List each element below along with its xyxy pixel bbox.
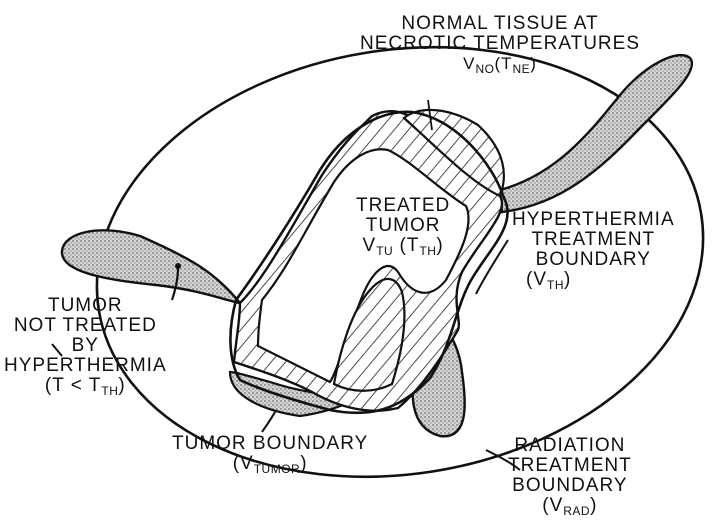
label-radiation-boundary: RADIATION TREATMENT BOUNDARY (VRAD) (508, 436, 632, 521)
label-normal-tissue: NORMAL TISSUE AT NECROTIC TEMPERATURES V… (360, 14, 640, 79)
label-treated-tumor-line1: TREATED (356, 196, 450, 216)
label-normal-tissue-line1: NORMAL TISSUE AT (360, 14, 640, 34)
label-treated-tumor: TREATED TUMOR VTU (TTH) (356, 196, 450, 261)
label-hyperthermia-line2: TREATMENT (512, 230, 675, 250)
label-not-treated-line2: NOT TREATED (4, 316, 167, 336)
label-hyperthermia-boundary: HYPERTHERMIA TREATMENT BOUNDARY (VTH) (512, 210, 675, 295)
label-tumor-boundary: TUMOR BOUNDARY (VTUMOR) (172, 434, 368, 479)
label-radiation-line1: RADIATION (508, 436, 632, 456)
label-not-treated-line3: BY (4, 336, 167, 356)
label-normal-tissue-line2: NECROTIC TEMPERATURES (360, 34, 640, 54)
label-normal-tissue-volume: VNO(TNE) (360, 54, 640, 79)
label-radiation-volume: (VRAD) (508, 496, 632, 521)
label-not-treated: TUMOR NOT TREATED BY HYPERTHERMIA (T < T… (4, 296, 167, 401)
label-tumor-boundary-volume: (VTUMOR) (172, 454, 368, 479)
label-not-treated-line1: TUMOR (4, 296, 167, 316)
label-not-treated-temp: (T < TTH) (4, 376, 167, 401)
tumor-left-lobe (62, 230, 240, 303)
label-tumor-boundary-line1: TUMOR BOUNDARY (172, 434, 368, 454)
label-treated-tumor-line2: TUMOR (356, 216, 450, 236)
label-hyperthermia-line3: BOUNDARY (512, 250, 675, 270)
tumor-marker-dot (175, 263, 181, 269)
label-radiation-line2: TREATMENT (508, 456, 632, 476)
label-hyperthermia-line1: HYPERTHERMIA (512, 210, 675, 230)
label-treated-tumor-volume: VTU (TTH) (356, 236, 450, 261)
leader-tumor-boundary (262, 410, 276, 432)
label-not-treated-line4: HYPERTHERMIA (4, 356, 167, 376)
label-hyperthermia-volume: (VTH) (512, 270, 675, 295)
label-radiation-line3: BOUNDARY (508, 476, 632, 496)
